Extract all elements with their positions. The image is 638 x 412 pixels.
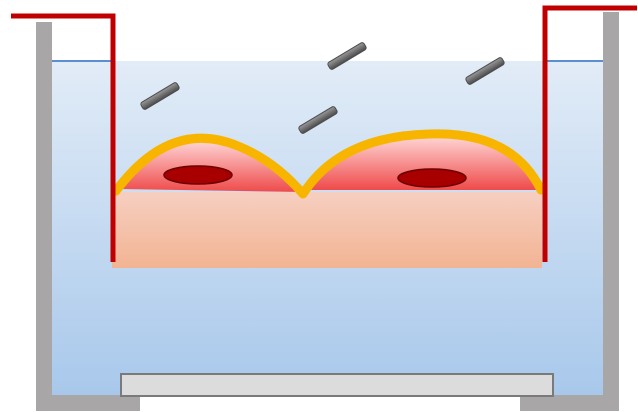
membrane-icon (112, 192, 542, 268)
nucleus-icon (164, 166, 232, 184)
well-bottom-gap (140, 396, 520, 412)
base-plate-icon (121, 374, 553, 396)
nucleus-icon (398, 169, 466, 187)
